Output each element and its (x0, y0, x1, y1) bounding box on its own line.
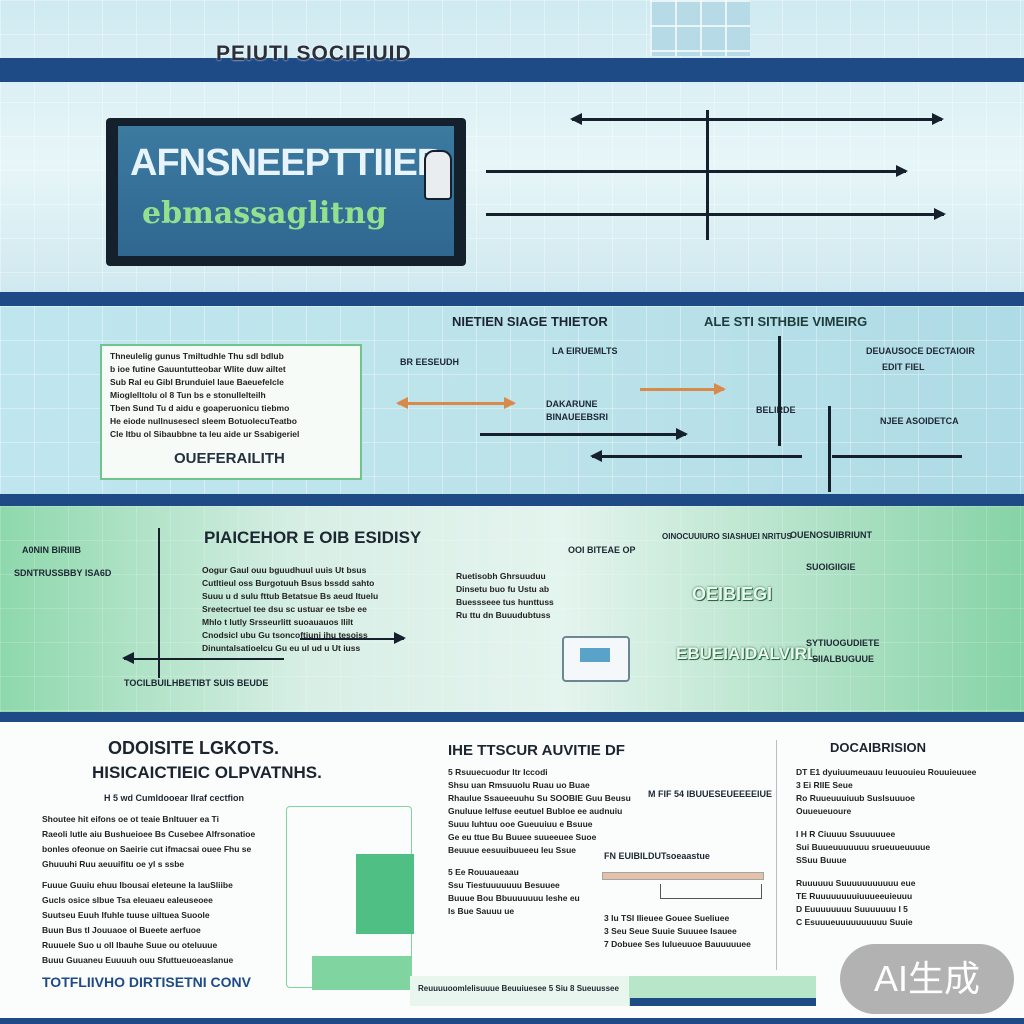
info-card-text: Thneulelig gunus Tmiltudhle Thu sdl bdlu… (110, 351, 300, 439)
banner-line2: ebmassaglitng (142, 196, 387, 231)
green-paragraph: Oogur Gaul ouu bguudhuul uuis Ut bsus Cu… (202, 565, 379, 653)
col3-title: DOCAIBRISION (830, 740, 927, 755)
col2-text-a: 5 Rsuuecuodur ltr Iccodi Shsu uan Rmsuuo… (448, 767, 631, 855)
green-arrow-2 (122, 652, 284, 664)
green-vline (158, 528, 160, 678)
banner-sign: AFNSNEEPTTIIEB ebmassaglitng (106, 118, 466, 266)
col2-bracket (660, 884, 762, 899)
figure-icon (424, 150, 452, 200)
navy-bar-3 (0, 494, 1024, 506)
label-4: BINAUEEBSRI (546, 412, 609, 422)
device-icon (562, 636, 630, 682)
window-grid-graphic (650, 0, 750, 56)
label-8: NJEE ASOIDETCA (880, 416, 959, 426)
col2-title: IHE TTSCUR AUVITIE DF (448, 742, 625, 759)
arrow-mid-2 (590, 450, 802, 462)
arrow-top-3 (486, 208, 946, 220)
green-right-label-4: SYTIUOGUDIETE (806, 638, 880, 648)
col2-item-label: FN EUIBILDUTsoeaastue (604, 851, 710, 861)
process-heading-b: ALE STI SITHBIE VIMEIRG (704, 314, 868, 329)
green-band (0, 506, 1024, 712)
info-card-footer: OUEFERAILITH (174, 450, 285, 467)
info-card: Thneulelig gunus Tmiltudhle Thu sdl bdlu… (100, 344, 362, 480)
label-5: BELIRDE (756, 405, 796, 415)
green-arrow-1 (300, 632, 406, 644)
arrow-top-2 (486, 165, 908, 177)
label-2: LA EIRUEMLTS (552, 346, 618, 356)
arrow-orange-right (640, 383, 726, 395)
top-title: PEIUTI SOCIFIUID (216, 42, 412, 65)
device-screen (580, 648, 610, 662)
col2-footer: Reuuuuoomlelisuuue Beuuiuesee 5 Siu 8 Su… (418, 984, 619, 993)
green-right-label-2: OUENOSUIBRIUNT (790, 530, 873, 540)
navy-bar-4 (0, 712, 1024, 722)
process-vline-1 (778, 336, 781, 446)
col1-green-block-2 (312, 956, 412, 990)
ai-generated-badge: AI生成 (840, 944, 1014, 1014)
arrow-orange-left (396, 397, 516, 409)
arrow-mid-3 (832, 455, 962, 458)
col2-text-c: 3 Iu TSI Ilieuee Gouee Sueliuee 3 Seu Se… (604, 913, 751, 949)
green-right-label-4b: SIIALBUGUUE (812, 654, 875, 664)
top-navy-bar (0, 58, 1024, 82)
green-right-word-2: EBUEIAIDALVIRL (676, 644, 818, 663)
green-right-label-3: SUOIGIIGIE (806, 562, 856, 572)
col1-footer: TOTFLIIVHO DIRTISETNI CONV (42, 974, 251, 990)
arrow-mid-1 (480, 428, 688, 440)
col1-title-1: ODOISITE LGKOTS. (108, 738, 280, 758)
col3-text: DT E1 dyuiuumeuauu Ieuuouieu Rouuieuuee … (796, 767, 977, 927)
label-3: DAKARUNE (546, 399, 598, 409)
process-heading-a: NIETIEN SIAGE THIETOR (452, 314, 608, 329)
top-divider-line (706, 110, 709, 240)
green-right-label-1: OINOCUUIURO SIASHUEI NRITUS (662, 532, 792, 541)
col2-mid-label: M FIF 54 IBUUESEUEEEEIUE (648, 789, 773, 799)
col-divider (776, 740, 777, 970)
label-7: EDIT FIEL (882, 362, 925, 372)
green-grid (0, 506, 1024, 712)
banner-line1: AFNSNEEPTTIIEB (130, 142, 444, 184)
green-mid-label: OOI BITEAE OP (568, 545, 636, 555)
green-right-word-1: OEIBIEGI (692, 584, 773, 604)
label-6: DEUAUSOCE DECTAIOIR (866, 346, 975, 356)
process-vline-2 (828, 406, 831, 492)
green-bottom-label: TOCILBUILHBETIBT SUIS BEUDE (124, 678, 269, 688)
label-1: BR EESEUDH (400, 357, 460, 367)
green-heading: PIAICEHOR E OIB ESIDISY (204, 528, 422, 547)
col1-title-2: HISICAICTIEIC OLPVATNHS. (92, 763, 322, 782)
col1-text: Shoutee hit eifons oe ot teaie Bnltuuer … (42, 814, 256, 965)
green-mid-text: Ruetisobh Ghrsuuduu Dinsetu buo fu Ustu … (456, 571, 554, 620)
bottom-navy-bar (0, 1018, 1024, 1024)
navy-bar-2 (0, 292, 1024, 306)
banner-panel: AFNSNEEPTTIIEB ebmassaglitng (118, 126, 454, 256)
arrow-top-1 (570, 113, 944, 125)
col2-bar (602, 872, 764, 880)
green-left-label-1: A0NIN BIRIIIB (22, 545, 82, 555)
col2-text-b: 5 Ee Rouuaueaau Ssu Tiestuuuuuuu Besuuee… (448, 867, 580, 916)
col2-footer-navy (630, 998, 816, 1006)
green-left-label-2: SDNTRUSSBBY ISA6D (14, 568, 112, 578)
col1-green-block (356, 854, 414, 934)
col1-subtitle: H 5 wd Cumldooear Ilraf cectfion (104, 793, 245, 803)
